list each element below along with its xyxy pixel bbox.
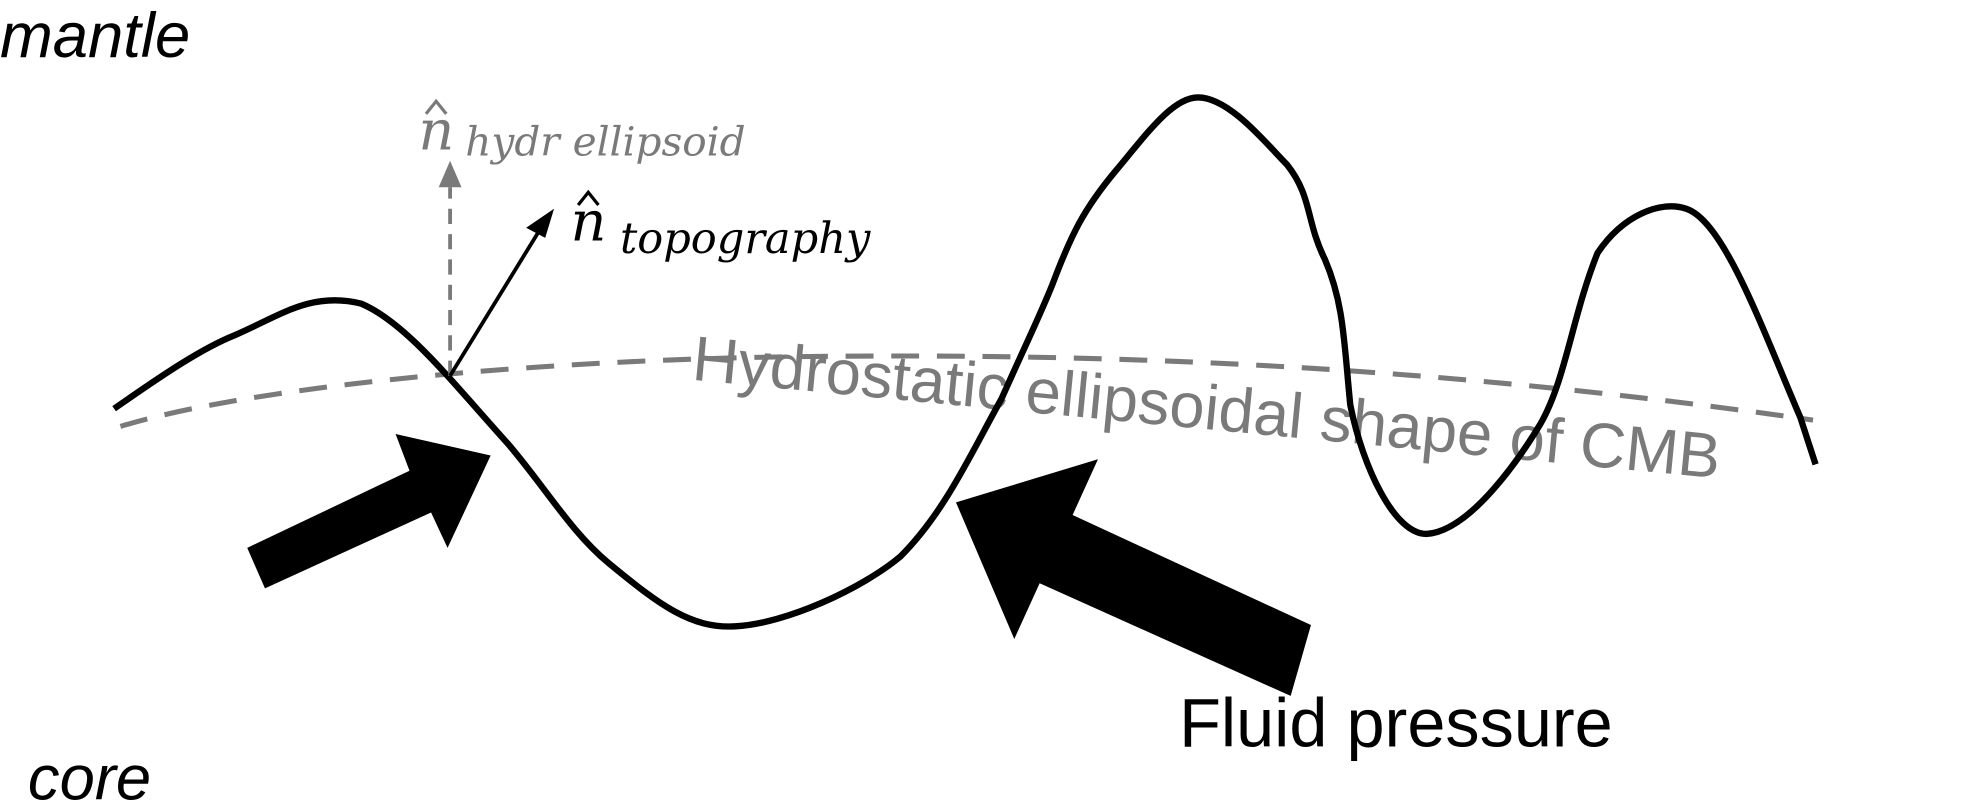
topography-normal-label: n topography <box>571 189 871 264</box>
hydr-normal-symbol: n <box>418 98 454 163</box>
fluid-pressure-arrow-small <box>247 434 491 589</box>
topography-normal-symbol: n <box>571 189 607 254</box>
hydr-normal-arrowhead-icon <box>438 160 462 188</box>
hydrostatic-ellipsoid-dashed-line <box>119 353 1814 429</box>
hydr-normal-subscript: hydr ellipsoid <box>465 118 745 166</box>
topography-normal-arrowhead-icon <box>526 208 555 238</box>
topography-curve <box>112 94 1819 630</box>
fluid-pressure-label: Fluid pressure <box>1179 686 1613 762</box>
topography-normal-subscript: topography <box>620 214 871 264</box>
topography-normal-vector <box>448 224 545 377</box>
hydr-normal-label: n hydr ellipsoid <box>418 98 745 165</box>
fluid-pressure-arrow-large <box>955 459 1311 696</box>
core-label: core <box>28 744 151 806</box>
mantle-label: mantle <box>0 1 190 71</box>
hat-icon <box>576 189 600 206</box>
hat-icon <box>424 98 448 115</box>
